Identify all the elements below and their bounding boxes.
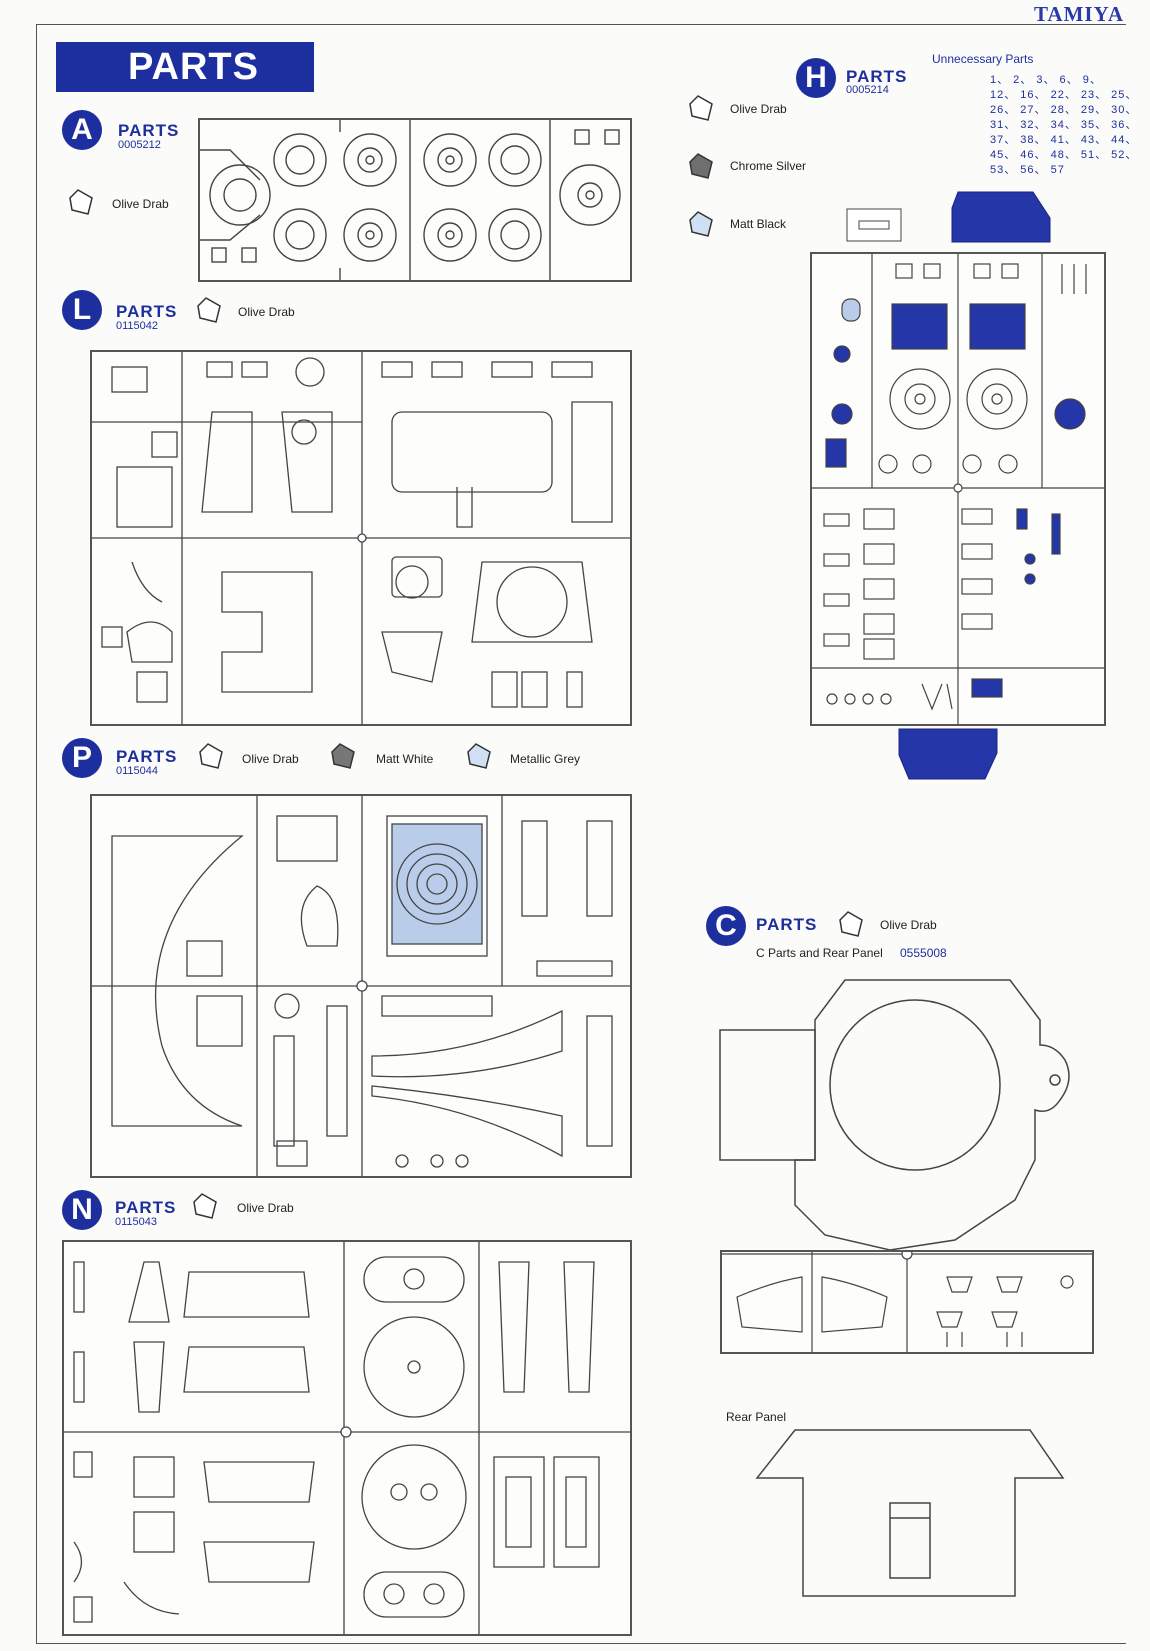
- unnecessary-parts-line: 53、 56、 57: [990, 164, 1065, 176]
- section-p-color-matt-white: Matt White: [376, 752, 434, 766]
- sprue-a: [198, 118, 632, 282]
- section-n-title: PARTS: [115, 1198, 177, 1217]
- section-h-title: PARTS: [846, 67, 908, 86]
- olive-drab-swatch-icon: [839, 911, 863, 937]
- sprue-l-drawing: [92, 352, 630, 724]
- section-c-color-olive-drab: Olive Drab: [880, 918, 937, 932]
- unnecessary-parts-line: 37、 38、 41、 43、 44、: [990, 134, 1138, 146]
- sprue-h-drawing: [812, 254, 1104, 724]
- rear-panel-label: Rear Panel: [726, 1410, 787, 1424]
- section-p-badge: P: [62, 738, 102, 778]
- rear-panel-drawing: [755, 1429, 1065, 1597]
- sprue-a-drawing: [200, 120, 621, 280]
- sprue-n-drawing: [64, 1242, 630, 1634]
- c-part-turret-floor: [719, 979, 1070, 1280]
- parts-banner-title: PARTS: [128, 46, 259, 88]
- section-p-color-metallic-grey: Metallic Grey: [510, 752, 581, 766]
- h-part-plate: [846, 208, 902, 242]
- chrome-silver-swatch-icon: [689, 153, 713, 179]
- section-p-color-olive-drab: Olive Drab: [242, 752, 299, 766]
- section-c-badge: C: [706, 906, 746, 946]
- section-n-color-olive-drab: Olive Drab: [237, 1201, 294, 1215]
- section-l-badge: L: [62, 290, 102, 330]
- h-part-blue-top: [951, 191, 1051, 243]
- matt-white-swatch-icon: [331, 743, 355, 769]
- olive-drab-swatch-icon: [197, 297, 221, 323]
- section-p-code: 0115044: [116, 765, 159, 777]
- unnecessary-parts-title: Unnecessary Parts: [932, 52, 1034, 66]
- section-a-title: PARTS: [118, 121, 180, 140]
- sprue-p-drawing: [92, 796, 630, 1176]
- section-l-code: 0115042: [116, 320, 159, 332]
- section-h-color-chrome-silver: Chrome Silver: [730, 159, 807, 173]
- unnecessary-parts-line: 31、 32、 34、 35、 36、: [990, 119, 1138, 131]
- tamiya-logo: TAMIYA: [1033, 2, 1124, 26]
- unnecessary-parts-line: 26、 27、 28、 29、 30、: [990, 104, 1138, 116]
- section-c-code: 0555008: [900, 946, 947, 960]
- section-a-badge: A: [62, 110, 102, 150]
- sprue-c: [720, 1250, 1094, 1354]
- sprue-l: [90, 350, 632, 726]
- section-h-color-olive-drab: Olive Drab: [730, 102, 787, 116]
- unnecessary-parts-line: 45、 46、 48、 51、 52、: [990, 149, 1138, 161]
- section-n-code: 0115043: [115, 1216, 158, 1228]
- section-c-title: PARTS: [756, 915, 818, 934]
- sprue-p: [90, 794, 632, 1178]
- section-c-caption: C Parts and Rear Panel: [756, 946, 883, 960]
- parts-banner: PARTS: [56, 42, 314, 92]
- olive-drab-swatch-icon: [69, 189, 93, 215]
- sprue-c-drawing: [722, 1252, 1092, 1352]
- sprue-n: [62, 1240, 632, 1636]
- matt-black-swatch-icon: [689, 211, 713, 237]
- unnecessary-parts-line: 1、 2、 3、 6、 9、: [990, 74, 1102, 86]
- olive-drab-swatch-icon: [689, 95, 713, 121]
- h-part-blue-bottom: [898, 728, 998, 780]
- section-l-color-olive-drab: Olive Drab: [238, 305, 295, 319]
- section-p-title: PARTS: [116, 747, 178, 766]
- section-n-badge: N: [62, 1190, 102, 1230]
- section-h-badge: H: [796, 58, 836, 98]
- olive-drab-swatch-icon: [199, 743, 223, 769]
- olive-drab-swatch-icon: [193, 1193, 217, 1219]
- metallic-grey-swatch-icon: [467, 743, 491, 769]
- section-h-code: 0005214: [846, 84, 889, 96]
- unnecessary-parts-line: 12、 16、 22、 23、 25、: [990, 89, 1138, 101]
- section-a-code: 0005212: [118, 139, 161, 151]
- section-a-color-olive-drab: Olive Drab: [112, 197, 169, 211]
- section-l-title: PARTS: [116, 302, 178, 321]
- section-h-color-matt-black: Matt Black: [730, 217, 787, 231]
- sprue-h: [810, 252, 1106, 726]
